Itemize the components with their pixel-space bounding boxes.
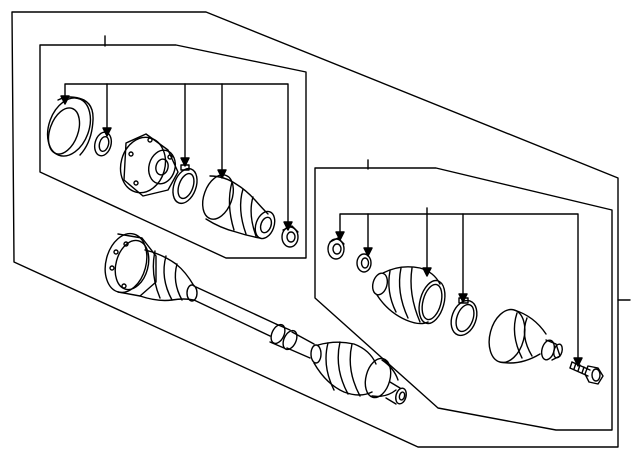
dust-cap-part: [40, 92, 98, 162]
lower-kit-box: [315, 160, 612, 430]
upper-leader-lines: [61, 84, 292, 230]
axle-bolt-part: [570, 362, 603, 384]
small-clamp-part: [169, 165, 202, 207]
outer-boot-part: [370, 267, 449, 327]
inner-boot-part: [197, 171, 278, 242]
large-clamp-part: [447, 297, 482, 339]
circlip-part: [92, 130, 114, 157]
boot-clamp-part: [282, 226, 298, 247]
axle-shaft-assembly-part: [99, 229, 408, 405]
lower-circlip-part: [357, 254, 371, 272]
lower-clamp-small-part: [328, 238, 344, 259]
outer-cv-joint-part: [484, 306, 564, 367]
inner-cv-joint-part: [115, 132, 179, 197]
outer-frame: [12, 12, 630, 447]
upper-kit-box: [40, 36, 306, 258]
